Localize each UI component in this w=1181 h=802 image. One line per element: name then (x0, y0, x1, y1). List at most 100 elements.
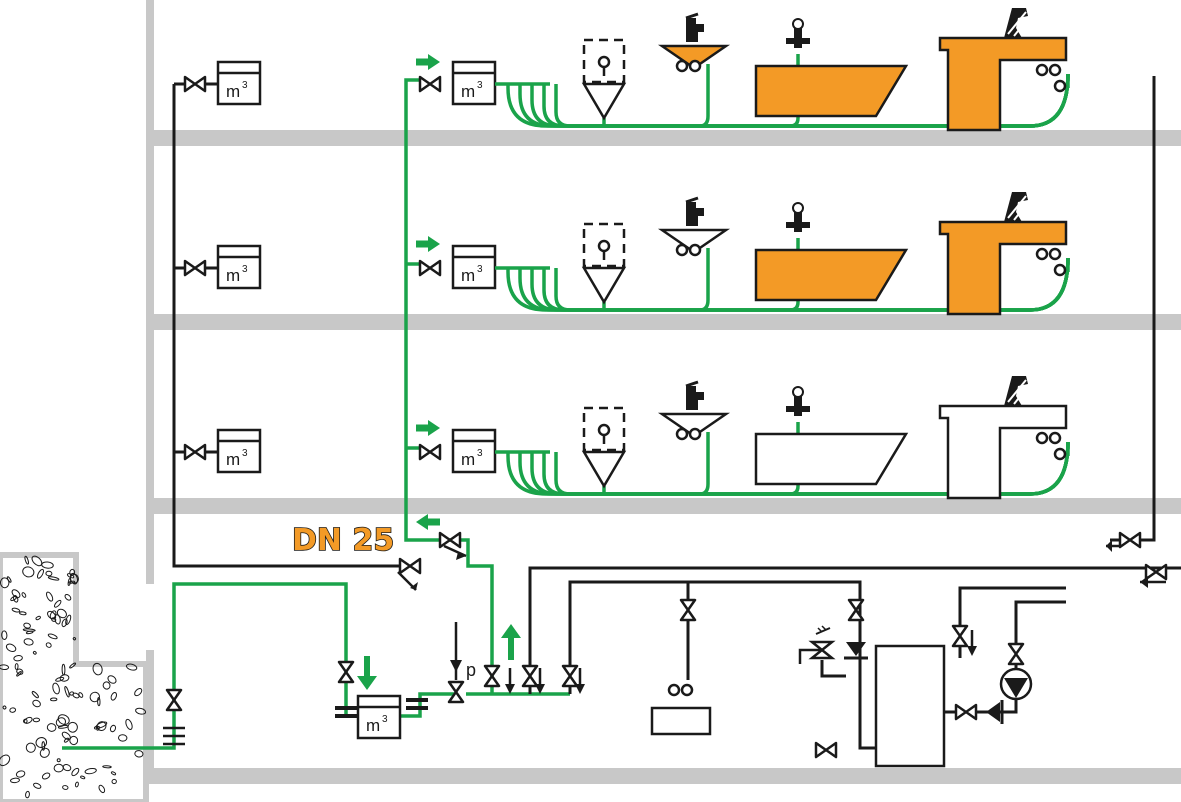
flow-arrow-icon (416, 420, 440, 436)
left-wall (146, 0, 154, 584)
gate-valve-icon (814, 741, 838, 759)
basement-floor (154, 768, 1181, 784)
kitchen-counter-icon (938, 375, 1068, 500)
meter-unit-label: m (226, 82, 240, 101)
gravel-stone (54, 614, 61, 625)
basement-wall (146, 650, 154, 784)
gravel-stone (1, 630, 8, 640)
gravel-stone (22, 566, 35, 578)
gate-valve-icon (483, 664, 501, 688)
gravel-stone (21, 592, 27, 598)
gravel-stone (65, 614, 72, 625)
gravel-stone (46, 723, 57, 732)
main-water-meter-icon (335, 660, 456, 740)
gate-valve-icon (521, 664, 539, 688)
gravel-stone (56, 758, 61, 763)
gravel-stone (51, 617, 57, 622)
floor-slab-2 (154, 314, 1181, 330)
sink-icon (657, 196, 731, 257)
flow-arrow-icon (357, 656, 377, 690)
gate-valve-icon (954, 703, 978, 721)
gravel-stone (23, 638, 34, 646)
gravel-stone (9, 707, 17, 713)
meter-unit-label: m (461, 266, 475, 285)
gate-valve-icon (418, 259, 442, 277)
gravel-stone (110, 692, 118, 701)
meter-unit-label: m (461, 450, 475, 469)
gate-valve-icon (183, 259, 207, 277)
gravel-stone (53, 599, 62, 608)
gravel-stone (50, 697, 58, 702)
ground (0, 552, 149, 802)
gravel-stone (109, 724, 117, 733)
flow-arrow-icon (416, 514, 440, 530)
gate-valve-icon (1118, 531, 1142, 549)
meter-unit-exponent: 3 (477, 80, 483, 91)
gravel-stone (23, 622, 31, 629)
meter-unit-exponent: 3 (242, 264, 248, 275)
gate-valve-icon (183, 443, 207, 461)
gravel-stone (31, 555, 43, 567)
floor-slab-3 (154, 130, 1181, 146)
gravel-stone (69, 573, 79, 584)
meter-unit-label: m (226, 266, 240, 285)
gravel-stone (69, 662, 77, 669)
gravel-stone (125, 718, 133, 730)
gravel-stone (68, 580, 76, 584)
gravel-stone (32, 717, 41, 723)
gravel-stone (134, 688, 143, 697)
sink-icon (657, 380, 731, 441)
gravel-stone (52, 682, 60, 695)
gravel-stone (97, 697, 101, 707)
gravel-stone (10, 777, 20, 784)
meter-unit-exponent: 3 (242, 448, 248, 459)
meter-unit-exponent: 3 (382, 714, 388, 725)
sink-icon (657, 12, 731, 73)
meter-unit-exponent: 3 (477, 264, 483, 275)
gravel-stone (107, 675, 117, 684)
gravel-stone (47, 633, 58, 640)
gravel-stone (135, 707, 147, 715)
gravel-stone (15, 770, 26, 778)
pump-icon (999, 667, 1033, 701)
gravel-stone (111, 778, 117, 785)
gate-valve-icon (951, 624, 969, 648)
gravel-stone (14, 663, 19, 670)
check-valve-icon (844, 642, 868, 660)
gravel-stone (102, 681, 111, 690)
washbasin-icon (582, 38, 626, 120)
gravel-stone (2, 705, 7, 710)
gravel-stone (84, 767, 97, 775)
outlet-icon (650, 683, 712, 736)
gravel-stone (72, 692, 80, 699)
gravel-stone (24, 555, 29, 565)
gravel-stone (74, 781, 79, 788)
gravel-stone (66, 573, 75, 579)
gravel-stone (98, 784, 106, 794)
gate-valve-icon (561, 664, 579, 688)
gravel-stone (32, 650, 37, 655)
gravel-stone (5, 643, 17, 653)
gravel-stone (33, 782, 42, 789)
gravel-stone (31, 691, 39, 699)
gravel-stone (41, 772, 51, 780)
pressure-symbol: p (466, 660, 476, 680)
pipe-size-label: DN 25 (292, 523, 394, 558)
gate-valve-icon (165, 688, 183, 712)
gate-valve-icon (438, 531, 462, 549)
check-valve-icon (986, 700, 1004, 724)
gravel-stone (53, 763, 64, 773)
gravel-stone (39, 747, 50, 758)
meter-unit-exponent: 3 (477, 448, 483, 459)
gravel-stone (57, 724, 69, 729)
pressure-regulator-icon (447, 622, 465, 704)
gravel-stone (23, 716, 33, 724)
gate-valve-icon (398, 557, 422, 575)
gate-valve-icon (183, 75, 207, 93)
gravel-stone (46, 591, 54, 602)
gravel-stone (16, 668, 24, 675)
bathtub-icon (754, 202, 909, 302)
gravel-stone (19, 611, 27, 616)
gravel-stone (102, 765, 112, 769)
gravel-stone (13, 655, 23, 662)
